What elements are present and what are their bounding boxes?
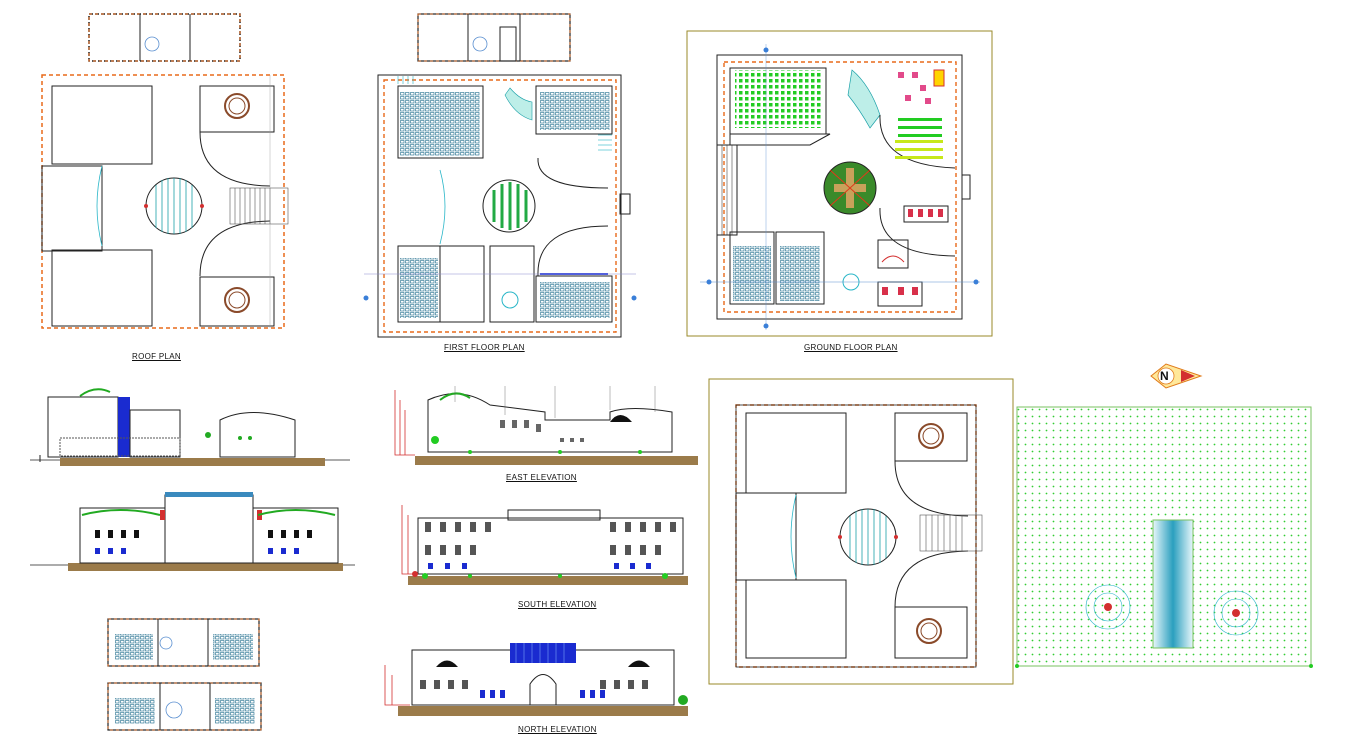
first-floor-plan-title: FIRST FLOOR PLAN xyxy=(444,343,525,352)
section-drawing-bottom xyxy=(30,492,355,571)
site-plan-drawing xyxy=(1015,406,1313,668)
north-elevation-drawing xyxy=(384,643,688,716)
roof-plan-right-drawing xyxy=(708,378,1014,685)
north-arrow-icon xyxy=(1150,363,1203,389)
roof-plan-title: ROOF PLAN xyxy=(132,352,181,361)
small-plans-drawing xyxy=(107,618,262,731)
east-elevation-drawing xyxy=(394,386,698,465)
east-elevation-title: EAST ELEVATION xyxy=(506,473,577,482)
north-arrow-letter: N xyxy=(1160,369,1169,383)
south-elevation-title: SOUTH ELEVATION xyxy=(518,600,597,609)
first-floor-plan-drawing xyxy=(363,13,637,338)
roof-plan-drawing xyxy=(41,13,289,329)
south-elevation-drawing xyxy=(401,505,688,585)
section-drawing-top xyxy=(30,388,350,466)
ground-floor-plan-drawing xyxy=(686,30,993,337)
ground-floor-plan-title: GROUND FLOOR PLAN xyxy=(804,343,898,352)
north-elevation-title: NORTH ELEVATION xyxy=(518,725,597,734)
